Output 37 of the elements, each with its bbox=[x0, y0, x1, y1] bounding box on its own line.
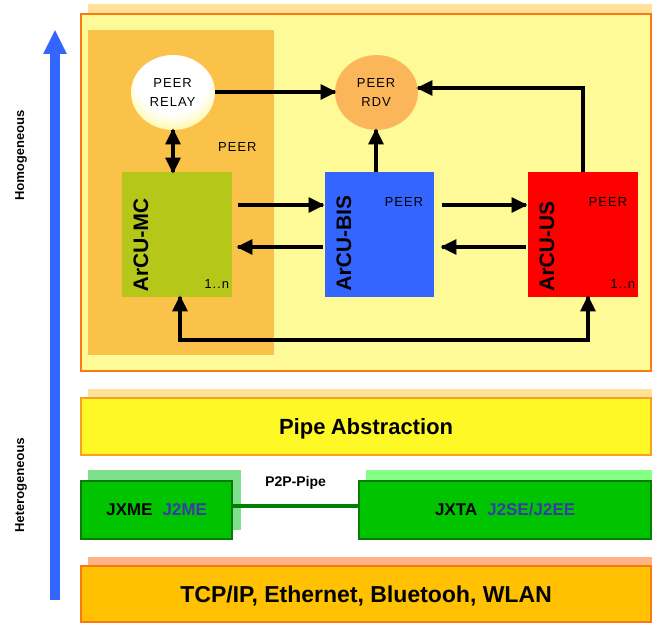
layer-panel bbox=[80, 13, 652, 372]
connector-line bbox=[233, 504, 358, 508]
layer-band bbox=[80, 565, 652, 623]
arrow bbox=[368, 128, 384, 172]
layer-label: JXTA bbox=[434, 500, 478, 520]
multiplicity-label: 1..n bbox=[610, 276, 636, 291]
layer-label: TCP/IP, Ethernet, Bluetooh, WLAN bbox=[180, 580, 552, 608]
platform-box bbox=[358, 480, 652, 540]
multiplicity-label: 1..n bbox=[204, 276, 230, 291]
arrow bbox=[440, 239, 526, 255]
component-name: ArCU-MC bbox=[130, 198, 154, 291]
group-panel bbox=[88, 30, 274, 355]
arrow bbox=[172, 295, 596, 342]
peer-label: PEER bbox=[218, 139, 258, 154]
component-name: ArCU-BIS bbox=[333, 195, 357, 291]
arrow bbox=[215, 84, 337, 100]
platform-label: J2SE/J2EE bbox=[487, 500, 576, 520]
component-box bbox=[122, 172, 232, 297]
layer-band bbox=[80, 397, 652, 456]
component-box bbox=[325, 172, 434, 297]
component-box bbox=[528, 172, 638, 297]
arrow bbox=[236, 239, 323, 255]
component-name: ArCU-US bbox=[536, 201, 560, 291]
platform-label: J2ME bbox=[162, 500, 207, 520]
node-label: PEER RELAY bbox=[148, 74, 198, 110]
layer-label: JXME bbox=[106, 500, 152, 520]
peer-label: PEER bbox=[588, 194, 628, 209]
arrow bbox=[238, 197, 325, 213]
axis-label: Heterogeneous bbox=[12, 436, 28, 534]
layer-label: Pipe Abstraction bbox=[279, 414, 453, 440]
arrow bbox=[165, 128, 181, 174]
arrow bbox=[442, 197, 528, 213]
node-label: PEER RDV bbox=[356, 74, 398, 110]
peer-label: PEER bbox=[384, 194, 424, 209]
platform-box bbox=[80, 480, 233, 540]
axis-label: Homogeneous bbox=[12, 108, 28, 202]
arrow bbox=[416, 80, 585, 172]
